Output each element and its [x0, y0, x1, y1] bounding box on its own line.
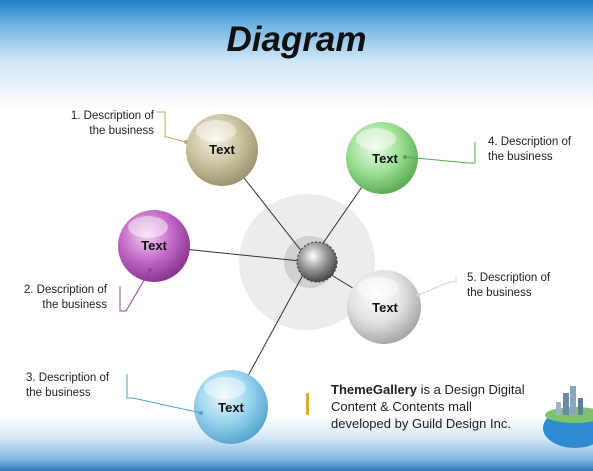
description-4: 4. Description of the business — [488, 135, 592, 165]
page-title: Diagram — [226, 20, 367, 59]
description-3-line1: 3. Description of — [26, 372, 110, 384]
description-5: 5. Description of the business — [467, 271, 577, 301]
description-2: 2. Description of the business — [0, 283, 107, 313]
globe-island-graphic — [543, 386, 593, 448]
accent-bar — [306, 393, 309, 415]
footer-background — [0, 415, 593, 471]
ball-5 — [347, 270, 421, 344]
ball-1 — [186, 114, 258, 186]
description-2-line1: 2. Description of — [23, 284, 107, 296]
description-2-line2: the business — [42, 299, 107, 311]
description-4-line2: the business — [488, 151, 553, 163]
description-3-line2: the business — [26, 387, 91, 399]
description-1-line1: 1. Description of — [70, 110, 154, 122]
description-1-line2: the business — [89, 125, 154, 137]
header-background — [0, 0, 593, 110]
description-3: 3. Description of the business — [26, 371, 136, 401]
footer-line2: Content & Contents mall — [331, 399, 472, 414]
description-1: 1. Description of the business — [40, 109, 154, 139]
brand-name: ThemeGallery — [331, 382, 417, 397]
ball-2 — [118, 210, 190, 282]
footer-line3: developed by Guild Design Inc. — [331, 416, 511, 431]
footer-line1: is a Design Digital — [417, 382, 525, 397]
description-5-line2: the business — [467, 287, 532, 299]
theme-gallery-text: ThemeGallery is a Design Digital Content… — [331, 381, 571, 432]
callout-lines — [119, 111, 476, 414]
ball-1-text: Text — [209, 142, 235, 157]
callout-dots — [148, 140, 420, 415]
description-4-line1: 4. Description of — [488, 136, 572, 148]
ball-4 — [346, 122, 418, 194]
ball-3 — [194, 370, 268, 444]
ball-5-text: Text — [372, 300, 398, 315]
ball-4-text: Text — [372, 151, 398, 166]
ball-3-text: Text — [218, 400, 244, 415]
description-5-line1: 5. Description of — [467, 272, 551, 284]
center-sphere — [296, 241, 338, 283]
ball-2-text: Text — [141, 238, 167, 253]
